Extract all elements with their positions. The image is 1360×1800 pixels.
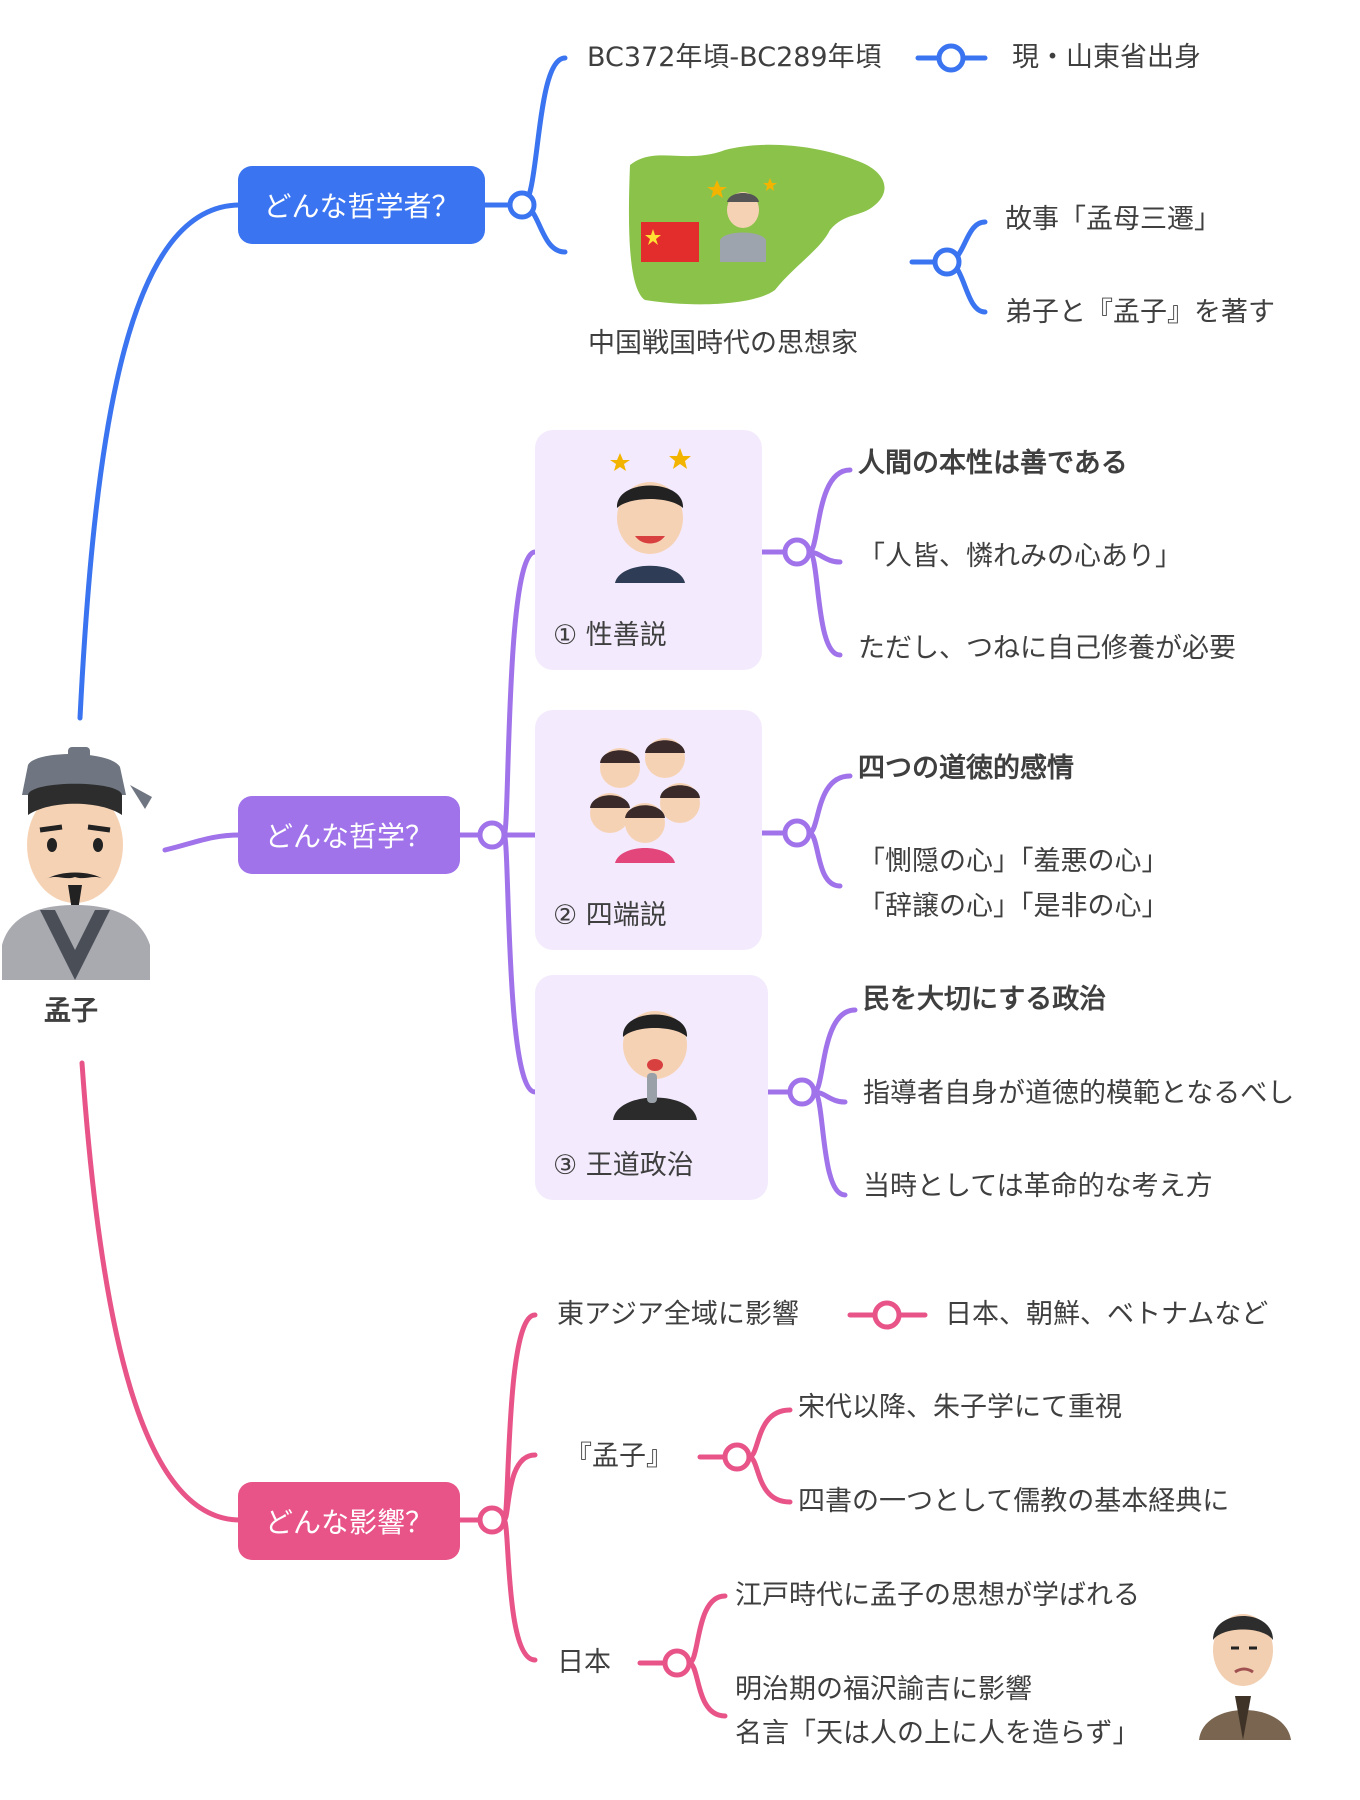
influence-book-item-1: 宋代以降、朱子学にて重視	[798, 1392, 1122, 1423]
influence-japan-item-3: 名言「天は人の上に人を造らず」	[735, 1718, 1140, 1749]
hub-card-1	[782, 537, 812, 567]
branch-influence-pill[interactable]: どんな影響？	[238, 1482, 460, 1560]
speaking-man-illustration	[613, 1011, 697, 1120]
emotions-group-illustration	[590, 738, 700, 863]
influence-east-asia: 東アジア全域に影響	[557, 1299, 799, 1330]
hub-japan	[662, 1648, 692, 1678]
connector-root-influence	[79, 1060, 243, 1523]
hub-who	[507, 190, 537, 220]
influence-japan-label: 日本	[557, 1647, 611, 1678]
connector-root-who	[77, 202, 243, 721]
connector-root-philosophy	[162, 832, 243, 853]
who-image-caption: 中国戦国時代の思想家	[588, 328, 858, 359]
who-book: 弟子と『孟子』を著す	[1005, 297, 1275, 328]
influence-book-item-2: 四書の一つとして儒教の基本経典に	[798, 1486, 1230, 1517]
hub-card-2	[782, 818, 812, 848]
card-2-item-2: 「惻隠の心」「羞悪の心」	[858, 846, 1169, 877]
philosophy-card-2[interactable]: ② 四端説	[535, 710, 762, 950]
philosophy-card-1-label: ① 性善説	[553, 620, 667, 651]
influence-book-label: 『孟子』	[565, 1441, 673, 1472]
philosophy-card-2-label: ② 四端説	[553, 900, 667, 931]
card-1-item-1: 人間の本性は善である	[858, 448, 1128, 479]
hub-east-asia	[872, 1300, 902, 1330]
philosophy-card-1[interactable]: ① 性善説	[535, 430, 762, 670]
smiling-man-illustration	[610, 448, 691, 583]
hub-influence	[477, 1505, 507, 1535]
card-3-item-1: 民を大切にする政治	[863, 984, 1107, 1015]
mencius-illustration	[2, 747, 152, 980]
philosophy-card-3[interactable]: ③ 王道政治	[535, 975, 768, 1200]
card-1-item-2: 「人皆、憐れみの心あり」	[858, 541, 1182, 572]
card-2-item-3: 「辞譲の心」「是非の心」	[858, 891, 1169, 922]
branch-philosophy-label: どんな哲学？	[264, 820, 433, 853]
card-3-item-2: 指導者自身が道徳的模範となるべし	[863, 1078, 1295, 1109]
influence-east-asia-detail: 日本、朝鮮、ベトナムなど	[945, 1299, 1269, 1330]
hub-book	[722, 1442, 752, 1472]
hub-image	[932, 247, 962, 277]
who-birthplace: 現・山東省出身	[1012, 42, 1201, 73]
philosophy-card-3-label: ③ 王道政治	[553, 1150, 694, 1181]
card-3-item-3: 当時としては革命的な考え方	[863, 1171, 1213, 1202]
hub-dates	[936, 43, 966, 73]
who-story: 故事「孟母三遷」	[1005, 204, 1221, 235]
fukuzawa-illustration	[1199, 1614, 1291, 1740]
branch-who-pill[interactable]: どんな哲学者？	[238, 166, 485, 244]
china-map-illustration	[628, 144, 885, 305]
influence-japan-item-2: 明治期の福沢諭吉に影響	[735, 1674, 1032, 1705]
branch-philosophy-pill[interactable]: どんな哲学？	[238, 796, 460, 874]
card-1-item-3: ただし、つねに自己修養が必要	[858, 633, 1236, 664]
root-label: 孟子	[44, 996, 98, 1027]
hub-card-3	[787, 1077, 817, 1107]
branch-who-label: どんな哲学者？	[263, 190, 460, 223]
hub-philosophy	[477, 820, 507, 850]
who-dates: BC372年頃-BC289年頃	[587, 42, 882, 73]
branch-influence-label: どんな影響？	[264, 1506, 433, 1539]
card-2-item-1: 四つの道徳的感情	[858, 753, 1074, 784]
influence-japan-item-1: 江戸時代に孟子の思想が学ばれる	[735, 1580, 1140, 1611]
